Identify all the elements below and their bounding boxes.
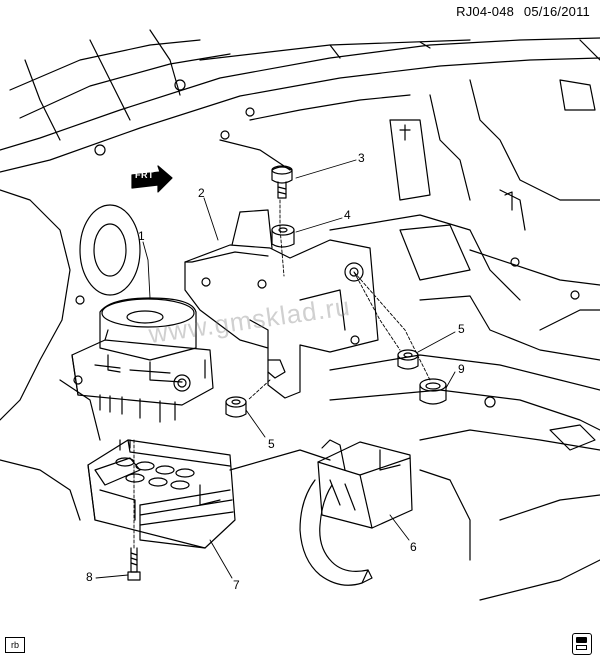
callout-3: 3 — [358, 151, 365, 165]
abs-bracket — [185, 210, 378, 398]
front-direction-arrow-icon — [132, 166, 172, 192]
abs-modulator — [72, 298, 213, 422]
electronic-brake-control-module — [88, 440, 235, 548]
callout-2: 2 — [198, 186, 205, 200]
callout-7: 7 — [233, 578, 240, 592]
bolt-8 — [128, 548, 140, 580]
nut-5-left — [226, 397, 246, 417]
leader-lines — [96, 160, 455, 578]
diagram-date: 05/16/2011 — [523, 4, 590, 19]
diagram-code: RJ04-048 — [456, 4, 515, 19]
callout-8: 8 — [86, 570, 93, 584]
callout-6: 6 — [410, 540, 417, 554]
callout-5-left: 5 — [268, 437, 275, 451]
front-label: FRT — [135, 170, 154, 180]
nut-5-right — [398, 350, 418, 369]
publisher-logo-icon — [572, 633, 592, 655]
body-structure — [0, 30, 600, 600]
callout-9: 9 — [458, 362, 465, 376]
grommet-9 — [420, 379, 446, 404]
callout-1: 1 — [138, 229, 145, 243]
diagram-header: RJ04-048 05/16/2011 — [450, 4, 590, 19]
callout-4: 4 — [344, 208, 351, 222]
wiring-connector-6 — [300, 440, 412, 585]
callout-5-right: 5 — [458, 322, 465, 336]
insulator-4 — [272, 225, 294, 247]
corner-label: rb — [5, 637, 25, 653]
bolt-3 — [272, 166, 292, 198]
